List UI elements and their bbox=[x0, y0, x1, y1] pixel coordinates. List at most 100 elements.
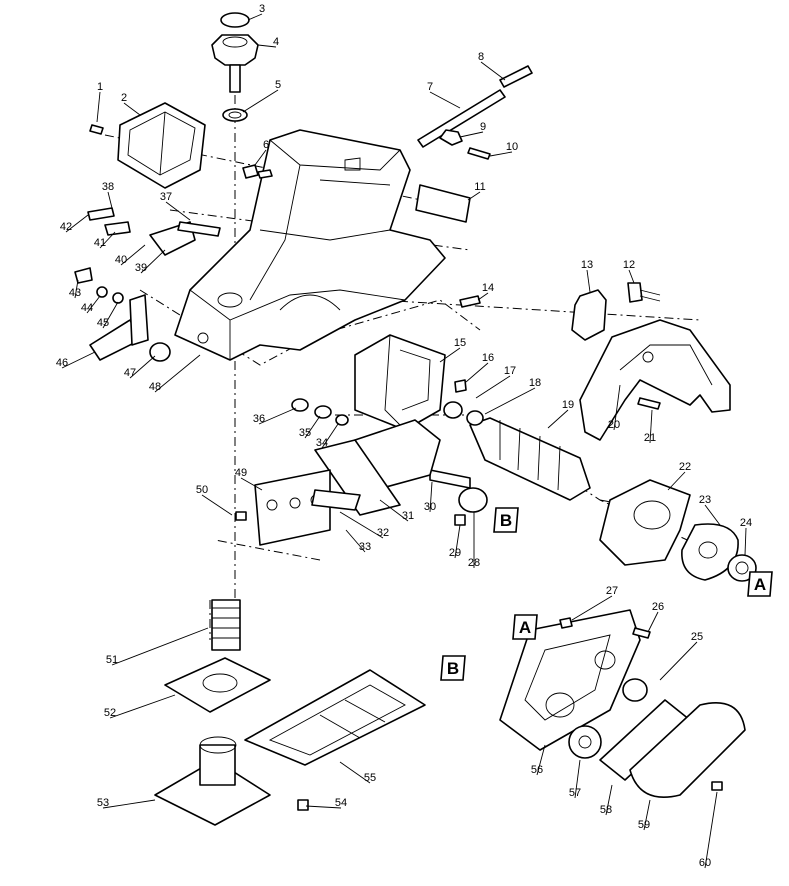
leader-line-54 bbox=[305, 805, 342, 809]
part-number-56: 56 bbox=[531, 764, 543, 776]
reference-marker-b: B bbox=[440, 655, 466, 681]
part-number-55: 55 bbox=[364, 772, 376, 784]
leader-line-7 bbox=[429, 91, 461, 109]
leader-line-19 bbox=[547, 409, 569, 429]
base-assembly bbox=[154, 599, 271, 826]
part-number-53: 53 bbox=[97, 797, 109, 809]
part-number-31: 31 bbox=[402, 510, 414, 522]
leader-line-12 bbox=[628, 269, 635, 284]
leader-line-50 bbox=[201, 494, 233, 516]
leader-line-46 bbox=[61, 351, 96, 369]
leader-line-37 bbox=[165, 201, 191, 221]
part-number-13: 13 bbox=[581, 259, 593, 271]
rear-handle bbox=[579, 319, 731, 441]
leader-line-14 bbox=[477, 292, 489, 301]
reference-marker-box bbox=[512, 614, 538, 640]
part-number-2: 2 bbox=[121, 92, 127, 104]
part-number-51: 51 bbox=[106, 654, 118, 666]
part-number-38: 38 bbox=[102, 181, 114, 193]
motor-housing bbox=[235, 398, 488, 546]
reference-marker-box bbox=[493, 507, 519, 533]
leader-line-41 bbox=[99, 231, 116, 249]
leader-line-29 bbox=[454, 524, 461, 559]
part-number-34: 34 bbox=[316, 437, 328, 449]
part-number-15: 15 bbox=[454, 337, 466, 349]
leader-line-16 bbox=[465, 362, 489, 383]
reference-marker-a: A bbox=[512, 614, 538, 640]
part-number-18: 18 bbox=[529, 377, 541, 389]
leader-line-11 bbox=[467, 191, 481, 201]
leader-line-38 bbox=[107, 191, 113, 209]
part-number-50: 50 bbox=[196, 484, 208, 496]
leader-line-25 bbox=[659, 641, 698, 681]
small-parts bbox=[242, 164, 661, 639]
leader-line-51 bbox=[111, 627, 209, 666]
leader-lines bbox=[61, 13, 747, 869]
part-number-30: 30 bbox=[424, 501, 436, 513]
part-number-19: 19 bbox=[562, 399, 574, 411]
leader-line-5 bbox=[242, 89, 279, 113]
field-coil bbox=[354, 334, 446, 431]
part-number-21: 21 bbox=[644, 432, 656, 444]
reference-marker-a: A bbox=[747, 571, 773, 597]
power-cord bbox=[415, 65, 533, 223]
leader-line-42 bbox=[65, 214, 89, 233]
front-cover bbox=[89, 102, 206, 189]
reference-marker-label: A bbox=[519, 618, 531, 637]
part-number-52: 52 bbox=[104, 707, 116, 719]
leader-line-34 bbox=[321, 423, 339, 449]
reference-marker-label: A bbox=[754, 575, 766, 594]
sole-plate bbox=[244, 669, 426, 811]
part-number-25: 25 bbox=[691, 631, 703, 643]
part-number-9: 9 bbox=[480, 121, 486, 133]
leader-line-26 bbox=[647, 611, 659, 633]
part-number-24: 24 bbox=[740, 517, 752, 529]
leader-line-27 bbox=[571, 595, 613, 621]
fan-plate bbox=[599, 479, 757, 582]
leader-line-22 bbox=[667, 471, 686, 491]
belt-drive bbox=[499, 609, 746, 799]
leader-line-23 bbox=[704, 504, 721, 526]
part-number-57: 57 bbox=[569, 787, 581, 799]
part-number-8: 8 bbox=[478, 51, 484, 63]
part-number-29: 29 bbox=[449, 547, 461, 559]
part-number-46: 46 bbox=[56, 357, 68, 369]
reference-marker-box bbox=[440, 655, 466, 681]
leader-line-10 bbox=[489, 151, 513, 157]
part-number-37: 37 bbox=[160, 191, 172, 203]
part-number-17: 17 bbox=[504, 365, 516, 377]
part-number-44: 44 bbox=[81, 302, 93, 314]
part-number-14: 14 bbox=[482, 282, 494, 294]
part-number-20: 20 bbox=[608, 419, 620, 431]
leader-line-52 bbox=[109, 694, 176, 719]
part-number-3: 3 bbox=[259, 3, 265, 15]
part-number-35: 35 bbox=[299, 427, 311, 439]
part-number-10: 10 bbox=[506, 141, 518, 153]
leader-line-13 bbox=[586, 269, 591, 293]
armature bbox=[429, 401, 591, 501]
leader-line-44 bbox=[86, 295, 101, 314]
leader-line-20 bbox=[613, 384, 621, 431]
leader-line-45 bbox=[102, 301, 119, 329]
part-labels: 1234567891011121314151617181920212223242… bbox=[56, 3, 752, 869]
part-number-28: 28 bbox=[468, 557, 480, 569]
leader-line-21 bbox=[649, 409, 653, 444]
leader-line-24 bbox=[744, 527, 747, 556]
part-number-33: 33 bbox=[359, 541, 371, 553]
part-number-27: 27 bbox=[606, 585, 618, 597]
leader-line-2 bbox=[123, 102, 141, 116]
leader-line-17 bbox=[475, 375, 511, 399]
part-number-39: 39 bbox=[135, 262, 147, 274]
leader-line-47 bbox=[129, 355, 156, 379]
leader-line-33 bbox=[345, 529, 366, 553]
main-housing bbox=[174, 129, 446, 361]
leader-line-53 bbox=[102, 799, 156, 809]
side-fence bbox=[74, 207, 221, 362]
leader-line-35 bbox=[304, 415, 321, 439]
leader-line-8 bbox=[480, 61, 506, 81]
part-number-36: 36 bbox=[253, 413, 265, 425]
part-number-26: 26 bbox=[652, 601, 664, 613]
depth-knob bbox=[211, 12, 259, 122]
